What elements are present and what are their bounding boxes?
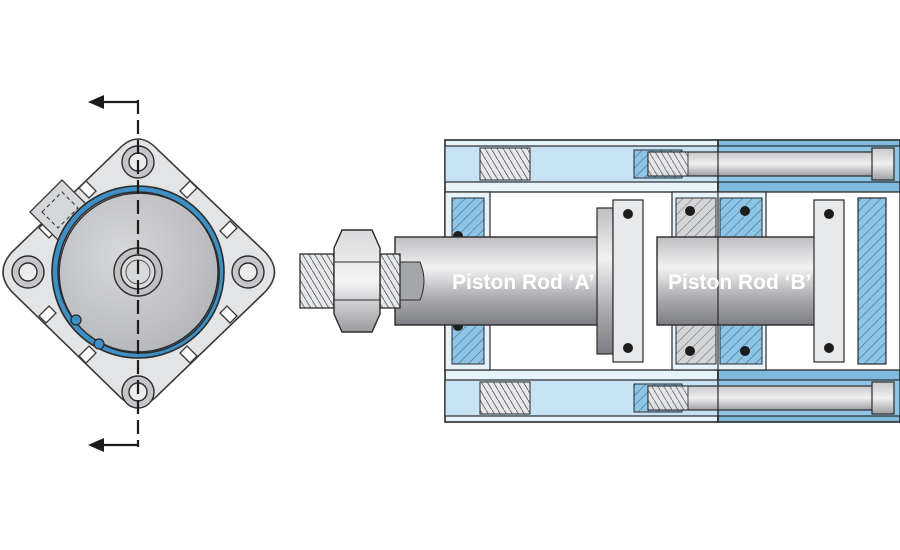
mid-seal-bottom-right bbox=[719, 321, 763, 365]
retaining-ring-eye-2 bbox=[93, 338, 105, 350]
top-bolt-head bbox=[871, 147, 895, 181]
lock-nut bbox=[333, 229, 381, 333]
rod-thread-stud bbox=[299, 253, 335, 309]
section-view: Piston Rod ‘A’ Piston Rod ‘B’ bbox=[299, 139, 900, 423]
section-arrow-bottom bbox=[88, 438, 138, 452]
piston-b-body bbox=[813, 199, 845, 363]
bottom-bolt-head bbox=[871, 381, 895, 415]
mid-seal-bottom-left bbox=[675, 321, 717, 365]
rod-thread-inner bbox=[379, 253, 401, 309]
piston-a-plate bbox=[596, 207, 614, 355]
piston-rod-a-label: Piston Rod ‘A’ bbox=[452, 271, 594, 294]
rod-a-flat bbox=[399, 261, 425, 301]
rear-end-cap bbox=[857, 197, 887, 365]
end-view bbox=[2, 95, 276, 452]
retaining-ring bbox=[58, 192, 220, 354]
mid-seal-top-right bbox=[719, 197, 763, 241]
piston-a-body bbox=[612, 199, 644, 363]
top-thread-front bbox=[479, 147, 531, 181]
piston-rod-b-label: Piston Rod ‘B’ bbox=[668, 271, 812, 294]
bottom-thread-front bbox=[479, 381, 531, 415]
piston-rod-a bbox=[394, 236, 601, 326]
section-arrow-top bbox=[88, 95, 138, 109]
retaining-ring-eye-1 bbox=[70, 314, 82, 326]
mid-seal-top-left bbox=[675, 197, 717, 241]
